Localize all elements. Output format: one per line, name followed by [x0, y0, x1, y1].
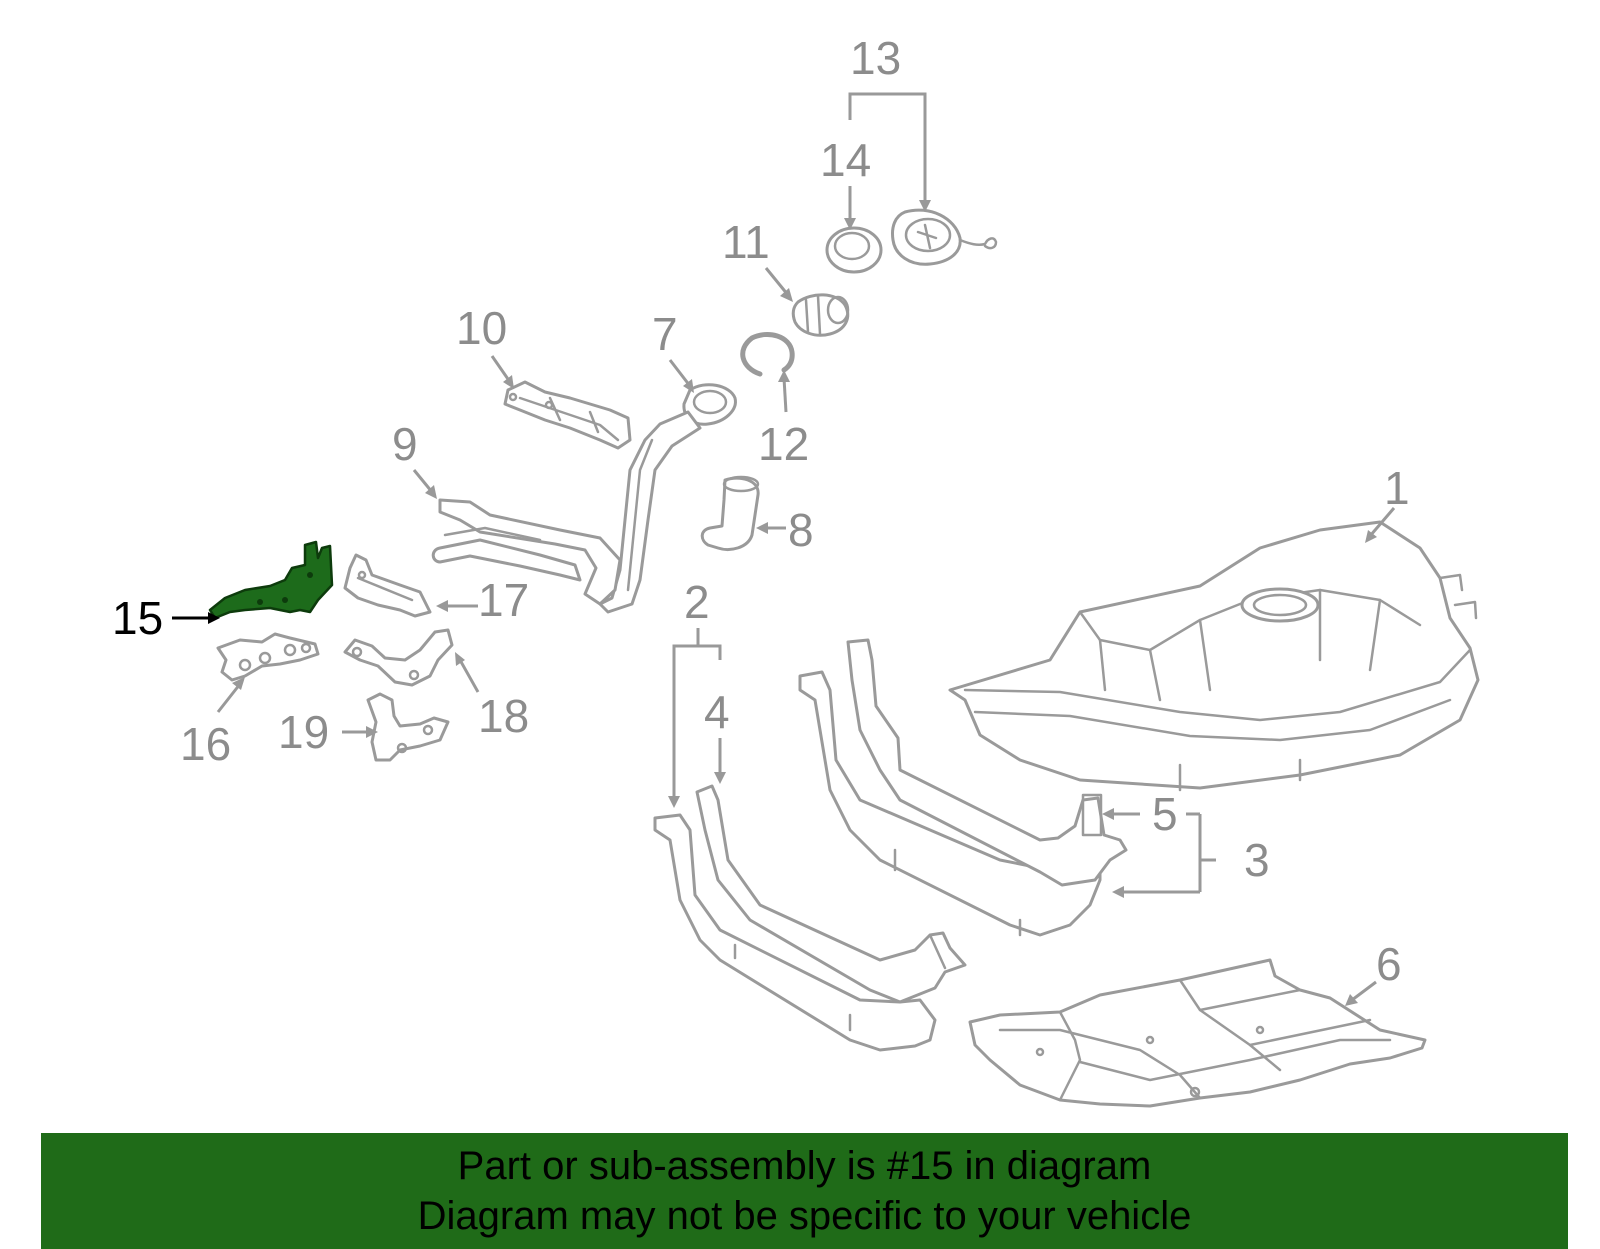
part-1-fuel-tank[interactable] [948, 520, 1480, 792]
part-5-tank-band-inner[interactable] [846, 638, 1128, 887]
callout-4: 4 [704, 686, 730, 738]
part-6-tank-protector[interactable] [968, 958, 1427, 1108]
callout-labels: 1 2 3 4 5 6 7 8 9 10 11 12 13 14 15 16 1… [112, 32, 1410, 990]
part-2-tank-band-outer[interactable] [653, 813, 937, 1052]
callout-1: 1 [1384, 462, 1410, 514]
banner-line-disclaimer: Diagram may not be specific to your vehi… [417, 1194, 1192, 1238]
part-17-bracket[interactable] [343, 553, 432, 618]
part-4-tank-band-inner[interactable] [695, 784, 967, 1004]
callout-19: 19 [278, 706, 329, 758]
leader-lines [172, 92, 1396, 1006]
callout-8: 8 [788, 504, 814, 556]
callout-2: 2 [684, 576, 710, 628]
part-18-bracket[interactable] [343, 628, 454, 687]
callout-5: 5 [1152, 788, 1178, 840]
callout-16: 16 [180, 718, 231, 770]
callout-6: 6 [1376, 938, 1402, 990]
part-7-filler-pipe[interactable] [598, 383, 737, 614]
callout-13: 13 [850, 32, 901, 84]
banner-line-part-number: Part or sub-assembly is #15 in diagram [457, 1144, 1152, 1188]
part-12-clip[interactable] [740, 332, 795, 377]
part-8-filler-hose[interactable] [700, 475, 760, 551]
callout-7: 7 [652, 308, 678, 360]
callout-12: 12 [758, 418, 809, 470]
part-9-breather-tube[interactable] [431, 498, 622, 606]
callout-15: 15 [112, 592, 163, 644]
callout-9: 9 [392, 418, 418, 470]
part-13-fuel-cap[interactable] [891, 208, 998, 266]
callout-17: 17 [478, 574, 529, 626]
callout-18: 18 [478, 690, 529, 742]
part-15-highlighted-bracket[interactable] [208, 540, 334, 620]
part-3-tank-band-outer[interactable] [798, 670, 1102, 937]
callout-10: 10 [456, 302, 507, 354]
part-16-bracket[interactable] [216, 632, 320, 682]
callout-14: 14 [820, 134, 871, 186]
info-banner: Part or sub-assembly is #15 in diagram D… [41, 1133, 1568, 1249]
part-10-filler-bracket[interactable] [503, 380, 632, 450]
part-19-bracket[interactable] [366, 692, 450, 762]
callout-11: 11 [722, 216, 770, 268]
part-11-grommet[interactable] [791, 293, 850, 337]
part-14-cap-ring[interactable] [825, 226, 883, 274]
callout-3: 3 [1244, 834, 1270, 886]
